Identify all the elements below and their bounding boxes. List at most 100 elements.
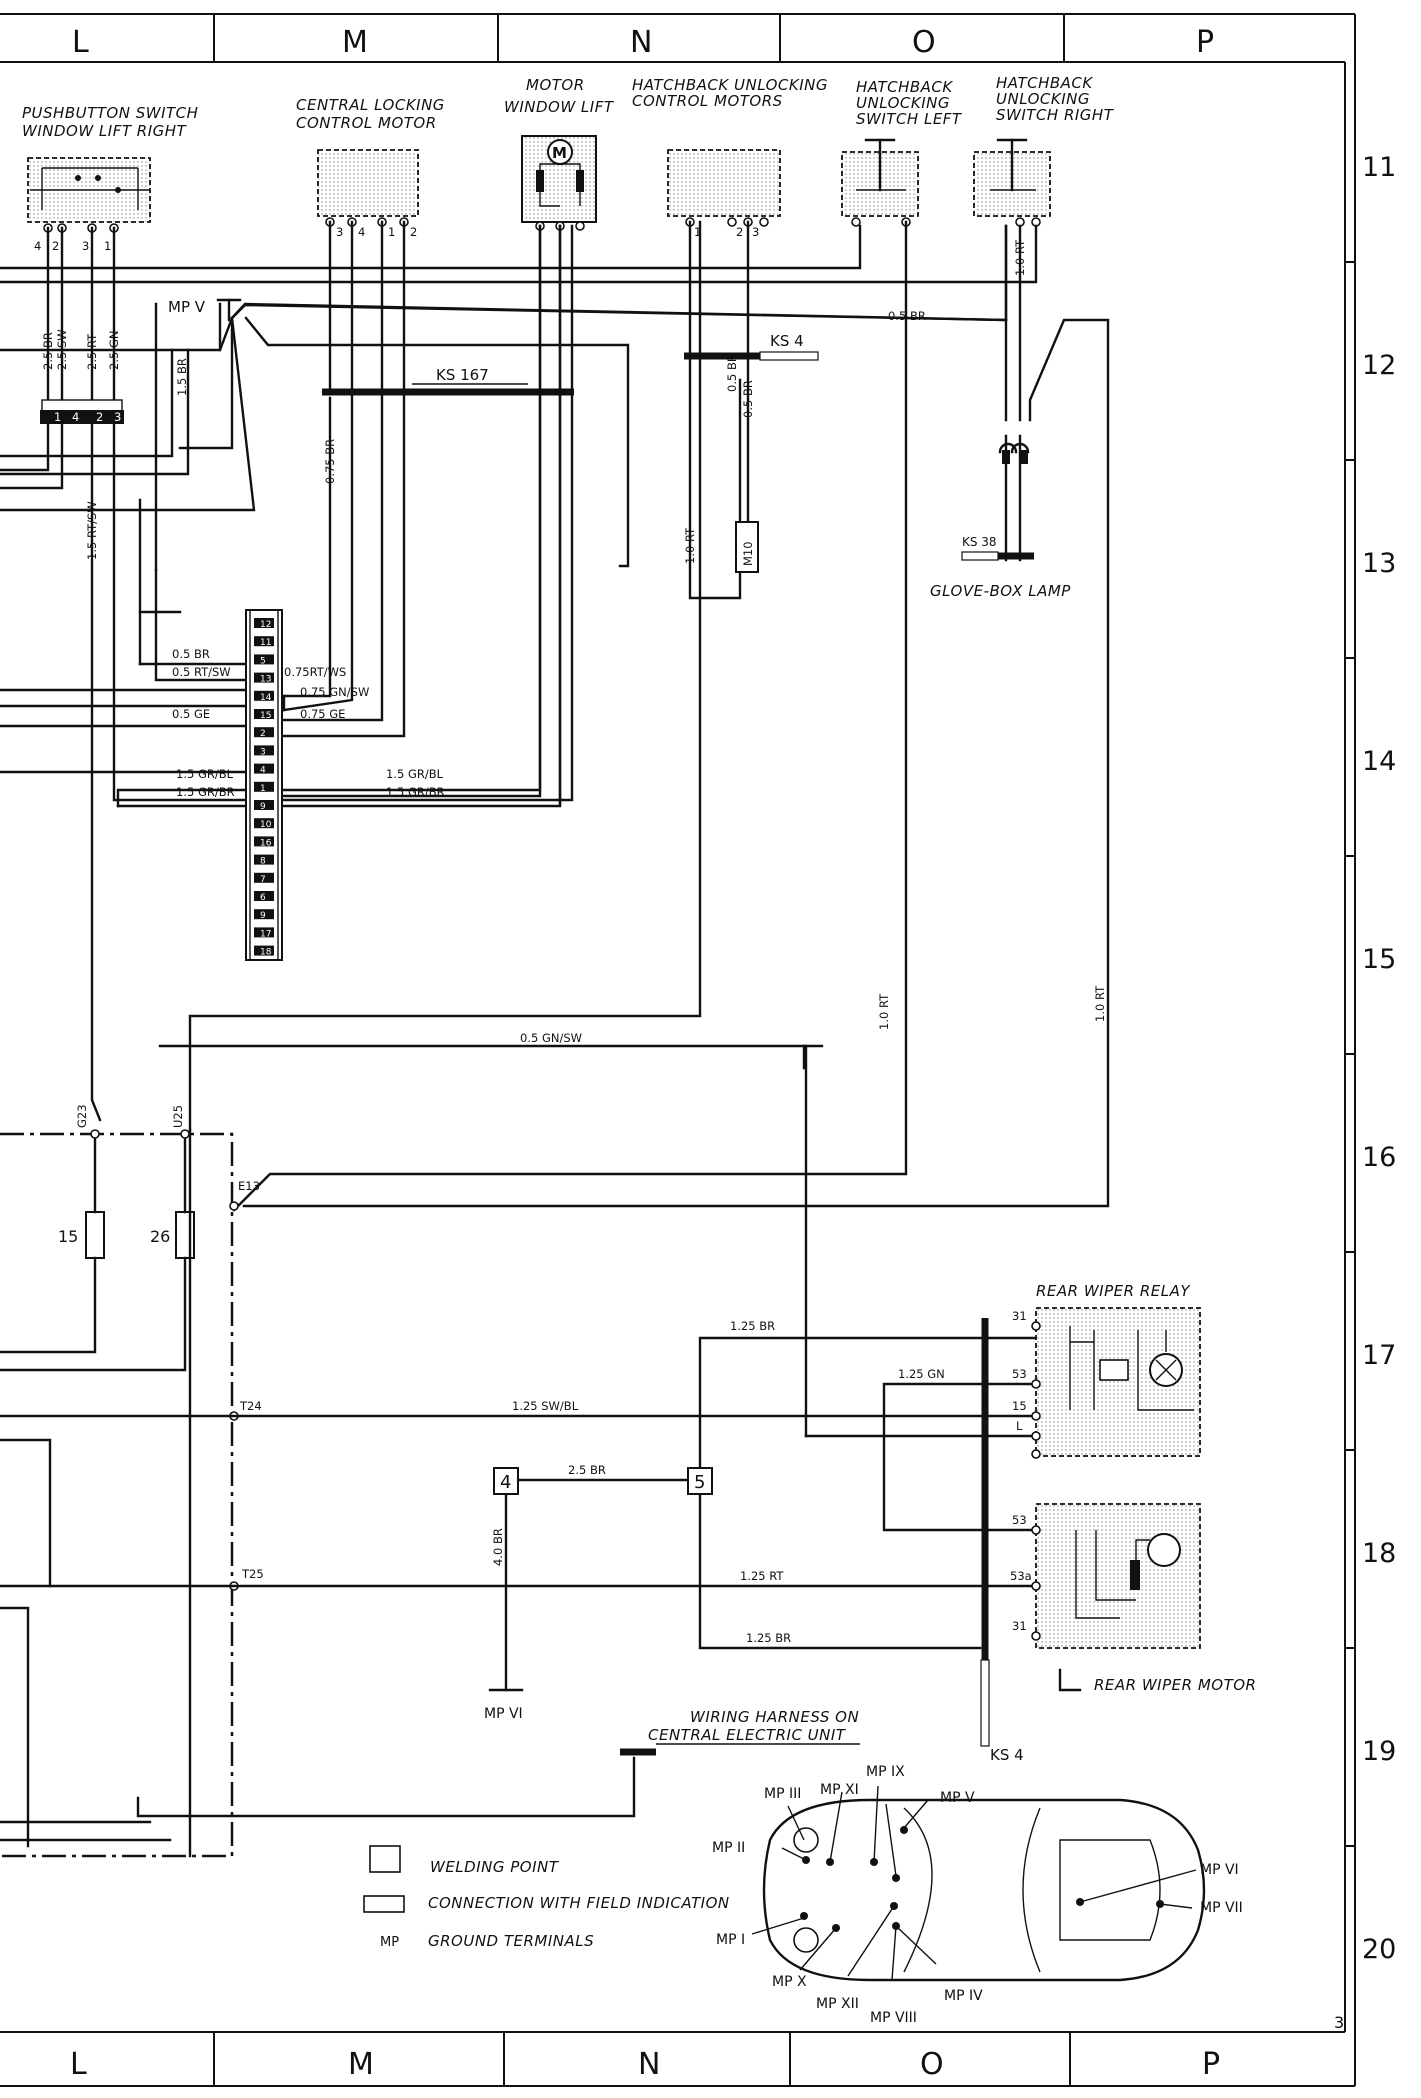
terminal-strip-pin-label: 6 (260, 893, 266, 903)
u25-label: U25 (171, 1105, 185, 1128)
mp-v-label: MP V (168, 298, 206, 316)
terminal-strip-pin (254, 709, 274, 719)
plug-connector: 1 4 2 3 (40, 399, 124, 424)
central-locking-motor: 3 4 1 2 (317, 149, 419, 239)
relay-terminal-53: 53 (1012, 1367, 1027, 1381)
pushbutton-label-1: PUSHBUTTON SWITCH (22, 104, 198, 122)
col-label-bottom-n: N (638, 2047, 660, 2082)
car-mp-ix: MP IX (866, 1764, 905, 1780)
motor-terminal-53a: 53a (1010, 1569, 1032, 1583)
wire-label-gnsw05: 0.5 GN/SW (520, 1031, 582, 1045)
wire-label-gn125: 1.25 GN (898, 1367, 945, 1381)
central-unit-outline (0, 1132, 234, 1858)
terminal-strip-pin (254, 618, 274, 628)
rear-wiper-motor-label: REAR WIPER MOTOR (1094, 1676, 1256, 1694)
mp-v-ground: MP V (168, 298, 242, 322)
terminal-strip-pin (254, 781, 274, 792)
row-label-14: 14 (1362, 746, 1396, 777)
terminal-strip-pin-label: 2 (260, 729, 266, 739)
hatch-motor-pin-2: 2 (736, 225, 743, 239)
weld-5-label: 5 (694, 1472, 705, 1493)
hatch-switch-right-label-2: UNLOCKING (996, 90, 1090, 108)
wire-label-s-ge075: 0.75 GE (300, 707, 345, 721)
terminal-strip-pin (254, 909, 274, 920)
wire-label-s-gnsw: 0.75 GN/SW (300, 685, 369, 699)
car-mp-x: MP X (772, 1974, 807, 1990)
terminal-strip-pin-label: 17 (260, 929, 271, 939)
terminal-strip-pin (254, 927, 274, 938)
page-number: 3 (1334, 2013, 1344, 2032)
hatchback-switch-left (841, 138, 919, 227)
hatch-motors-label-2: CONTROL MOTORS (632, 92, 783, 110)
wire-label-br05c: 0.5 BR (725, 354, 739, 392)
car-mp-iii: MP III (764, 1786, 801, 1802)
terminal-strip-pin (254, 800, 274, 810)
glove-box-lamp (998, 442, 1030, 464)
relay-terminal-15: 15 (1012, 1399, 1027, 1413)
terminal-strip-pin (254, 854, 274, 865)
plug-pin-3: 3 (114, 410, 121, 424)
car-mp-iv: MP IV (944, 1988, 983, 2004)
wire-label-grbr-l: 1.5 GR/BR (176, 785, 235, 799)
harness-bar: KS 4 WIRING HARNESS ON CENTRAL ELECTRIC … (620, 1318, 1024, 1764)
row-label-12: 12 (1362, 350, 1396, 381)
legend-mp: MP (380, 1935, 399, 1950)
terminal-strip-pin (254, 745, 274, 756)
wire-label-s-rtsw05: 0.5 RT/SW (172, 665, 231, 679)
hatchback-control-motors: 1 2 3 (667, 149, 781, 239)
col-label-bottom-o: O (920, 2047, 944, 2082)
wire-label-s-br05: 0.5 BR (172, 647, 210, 661)
terminal-strip-pin (254, 763, 274, 774)
wire-label-grbr-r: 1.5 GR/BR (386, 785, 445, 799)
relay-terminal-l: L (1016, 1419, 1023, 1433)
car-mp-vi: MP VI (1200, 1862, 1239, 1878)
terminal-strip-pin-label: 15 (260, 711, 271, 721)
welding-points: 4 5 MP VI (484, 1467, 713, 1722)
col-label-bottom-m: M (348, 2047, 374, 2082)
hatch-motors-label-1: HATCHBACK UNLOCKING (632, 76, 828, 94)
row-label-20: 20 (1362, 1934, 1396, 1965)
wire-labels: 2.5 BR 2.5 SW 2.5 RT 2.5 GN 1.5 BR 1.5 R… (41, 239, 1107, 1645)
motor-terminal-31: 31 (1012, 1619, 1027, 1633)
wire-label-br05b: 0.5 BR (741, 380, 755, 418)
hatch-switch-left-label-2: UNLOCKING (856, 94, 950, 112)
terminal-strip-pin-label: 13 (260, 675, 271, 685)
terminal-strip-pin-label: 4 (260, 766, 266, 776)
glove-box-label: GLOVE-BOX LAMP (930, 582, 1071, 600)
rear-wiper-motor: 53 53a 31 (1010, 1503, 1201, 1692)
wire-label-rt125: 1.25 RT (740, 1569, 784, 1583)
rear-wiper-relay-label: REAR WIPER RELAY (1036, 1282, 1191, 1300)
terminal-strip-pin-label: 9 (260, 911, 266, 921)
col-label-top-m: M (342, 25, 368, 60)
m10-label: M10 (741, 541, 755, 566)
wire-label-rt10b: 1.0 RT (683, 527, 697, 564)
car-mp-viii: MP VIII (870, 2010, 917, 2026)
row-label-15: 15 (1362, 944, 1396, 975)
legend-connection: CONNECTION WITH FIELD INDICATION (428, 1894, 730, 1912)
car-mp-ii: MP II (712, 1840, 745, 1856)
hatch-switch-right-label-3: SWITCH RIGHT (996, 106, 1115, 124)
central-locking-label-1: CENTRAL LOCKING (296, 96, 445, 114)
wire-label-s-rtws: 0.75RT/WS (284, 665, 346, 679)
row-label-19: 19 (1362, 1736, 1396, 1767)
hatch-motor-pin-3: 3 (752, 225, 759, 239)
terminal-strip-pin-label: 11 (260, 638, 271, 648)
terminal-strip-pin (254, 891, 274, 901)
row-label-11: 11 (1362, 152, 1396, 183)
wire-label-swbl125: 1.25 SW/BL (512, 1399, 579, 1413)
terminal-strip-pin (254, 672, 274, 683)
wire-label-grbl-r: 1.5 GR/BL (386, 767, 444, 781)
hatchback-switch-right (973, 138, 1051, 227)
central-locking-pin-3: 3 (336, 225, 343, 239)
motor-window-lift: M (521, 135, 597, 231)
wire-label-br40: 4.0 BR (491, 1528, 505, 1566)
terminal-strip-pin-label: 18 (260, 948, 272, 958)
ks4-label-bottom: KS 4 (990, 1746, 1024, 1764)
col-label-top-l: L (72, 25, 89, 60)
legend-ground: GROUND TERMINALS (428, 1932, 594, 1950)
relay-terminal-31: 31 (1012, 1309, 1027, 1323)
hatch-switch-left-label-3: SWITCH LEFT (856, 110, 963, 128)
car-mp-i: MP I (716, 1932, 745, 1948)
